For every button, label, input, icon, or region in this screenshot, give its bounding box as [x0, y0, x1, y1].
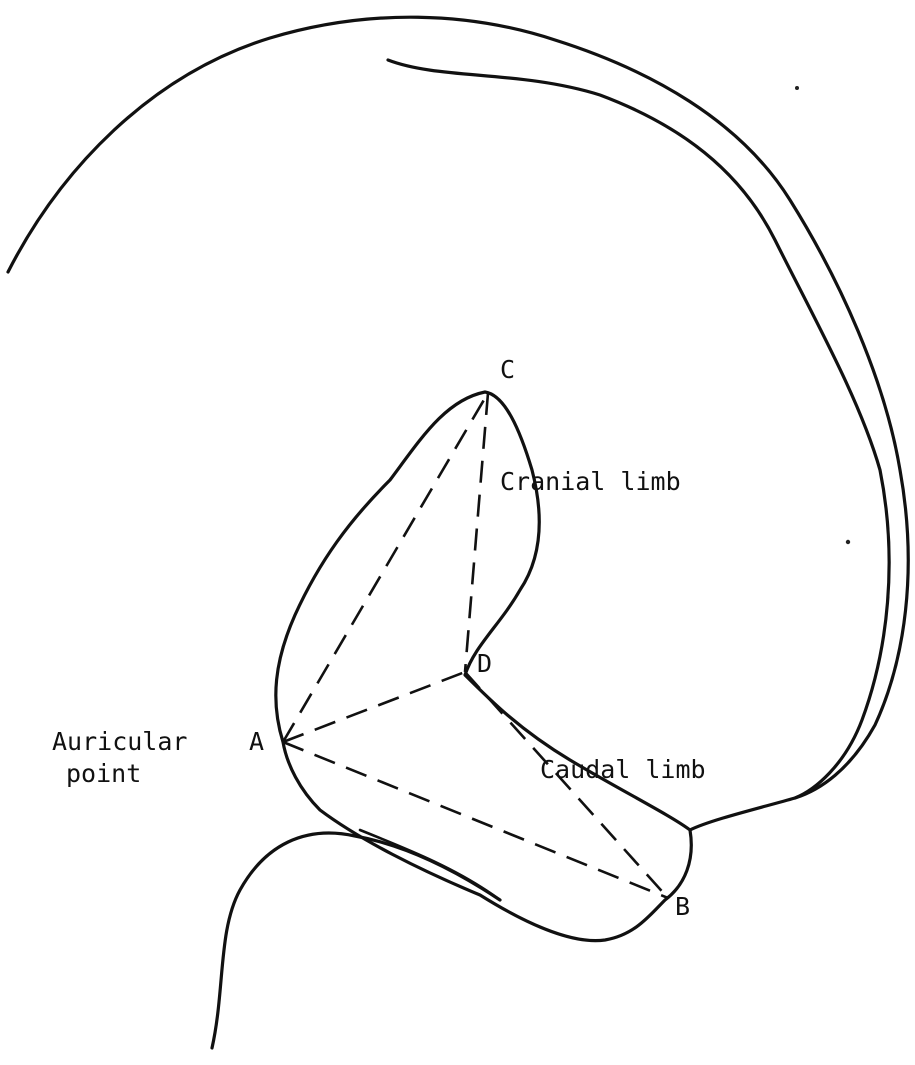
outer-outline-curve	[8, 17, 908, 798]
point-label-b: B	[675, 892, 690, 921]
lower-left-curve	[212, 833, 500, 1048]
speck-top-right	[795, 86, 799, 90]
cranial-limb-label: Cranial limb	[500, 467, 681, 496]
speck-right	[846, 540, 850, 544]
dashed-line-a-d	[283, 672, 465, 742]
inner-outline-curve	[388, 60, 889, 830]
auricular-label-line1: Auricular	[52, 727, 187, 756]
dashed-line-d-b	[465, 672, 668, 898]
point-label-d: D	[477, 649, 492, 678]
point-label-c: C	[500, 355, 515, 384]
dashed-line-a-c	[283, 393, 488, 742]
point-label-a: A	[249, 727, 264, 756]
auricular-label-line2: point	[66, 759, 141, 788]
caudal-limb-label: Caudal limb	[540, 755, 706, 784]
dashed-line-c-d	[465, 393, 488, 672]
